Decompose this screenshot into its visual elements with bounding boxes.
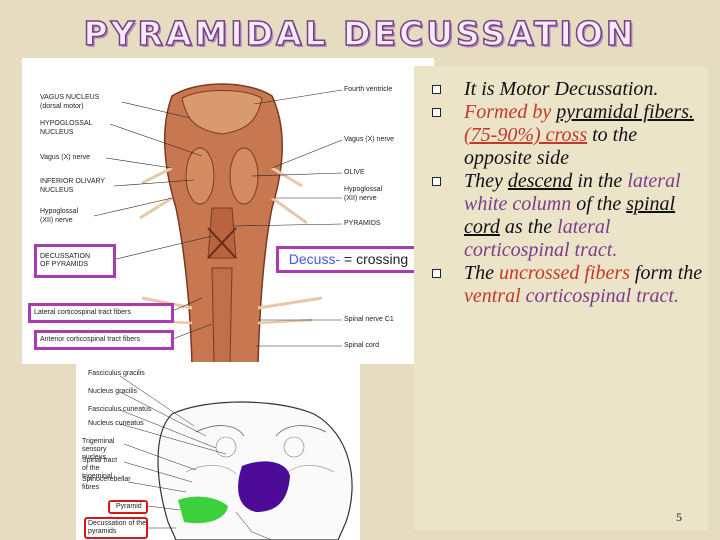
label-spinocerebellar: Spinocerebellar fibres bbox=[82, 476, 131, 491]
label-hypoglossal-nucleus-2: NUCLEUS bbox=[40, 129, 74, 136]
bullet-2-pre: Formed by bbox=[464, 101, 557, 123]
bullet-3-descend: descend bbox=[507, 170, 573, 192]
text-panel bbox=[414, 66, 708, 530]
bullet-square-icon bbox=[432, 108, 441, 117]
page-number: 5 bbox=[676, 510, 682, 524]
bullet-4-corticospinal: corticospinal tract. bbox=[525, 285, 679, 307]
label-anterior-fibers: Anterior corticospinal tract fibers bbox=[40, 336, 140, 343]
bullet-text-1: It is Motor Decussation. bbox=[464, 78, 659, 100]
label-hypoglossal-nerve-left: Hypoglossal bbox=[40, 208, 79, 215]
bullet-uncrossed: The uncrossed fibers form the ventral co… bbox=[428, 262, 708, 308]
label-vagus-nucleus: VAGUS NUCLEUS bbox=[40, 94, 100, 101]
label-decussation: DECUSSATION bbox=[40, 253, 91, 260]
medulla-diagram: VAGUS NUCLEUS (dorsal motor) HYPOGLOSSAL… bbox=[22, 58, 434, 364]
label-pyramids: PYRAMIDS bbox=[344, 220, 381, 227]
label-fourth-ventricle: Fourth ventricle bbox=[344, 86, 393, 93]
bullet-descend: They descend in the lateral white column… bbox=[428, 170, 708, 262]
pyramid-highlight bbox=[108, 500, 148, 514]
cross-section-illustration bbox=[119, 375, 353, 540]
bullet-2-percent-cross: (75-90%) cross bbox=[464, 124, 588, 146]
label-spinal-tract: Spinal tract of the trigeminal bbox=[82, 457, 118, 480]
bullet-2-pyramidal-fibers: pyramidal fibers. bbox=[556, 101, 694, 123]
slide-title: PYRAMIDAL DECUSSATION bbox=[83, 13, 637, 54]
label-hypoglossal-nucleus: HYPOGLOSSAL bbox=[40, 120, 93, 127]
bullet-3-lateral-white-column: lateral white column bbox=[464, 170, 681, 215]
callout-crossing: = crossing bbox=[340, 251, 409, 267]
bullet-4-ventral: ventral bbox=[464, 285, 521, 307]
label-hypoglossal-right-2: (XII) nerve bbox=[344, 195, 377, 202]
bullet-3-pre: They bbox=[464, 170, 508, 192]
bullet-4-pre: The bbox=[464, 262, 499, 284]
label-of-pyramids: OF PYRAMIDS bbox=[40, 261, 89, 268]
bullet-3-mid: in the bbox=[572, 170, 628, 192]
bullet-2-post: to the opposite side bbox=[464, 124, 638, 169]
anterior-fibers-box: Anterior corticospinal tract fibers bbox=[34, 330, 174, 350]
bullet-3-mid2: of the bbox=[571, 193, 627, 215]
medulla-illustration bbox=[93, 83, 343, 364]
label-lateral-fibers: Lateral corticospinal tract fibers bbox=[34, 309, 131, 316]
label-inferior-olivary: INFERIOR OLIVARY bbox=[40, 178, 106, 185]
bullet-4-uncrossed-fibers: uncrossed fibers bbox=[499, 262, 630, 284]
decuss-callout: Decuss- = crossing bbox=[276, 246, 421, 273]
bullet-square-icon bbox=[432, 85, 441, 94]
label-pyramid: Pyramid bbox=[116, 503, 142, 510]
label-hypoglossal-nerve-left-2: (XII) nerve bbox=[40, 217, 73, 224]
bullet-motor-decussation: It is Motor Decussation. bbox=[428, 78, 708, 101]
bullet-formed-by: Formed by pyramidal fibers. (75-90%) cro… bbox=[428, 101, 708, 170]
label-inferior-olivary-2: NUCLEUS bbox=[40, 187, 74, 194]
label-spinal-nerve: Spinal nerve C1 bbox=[344, 316, 394, 323]
label-olive: OLIVE bbox=[344, 169, 365, 176]
decussation-highlight bbox=[84, 517, 148, 539]
label-hypoglossal-right: Hypoglossal bbox=[344, 186, 383, 193]
bullet-square-icon bbox=[432, 269, 441, 278]
label-vagus-nerve-right: Vagus (X) nerve bbox=[344, 136, 395, 143]
label-vagus-nucleus-sub: (dorsal motor) bbox=[40, 103, 84, 110]
bullet-3-lateral-corticospinal: lateral corticospinal tract. bbox=[464, 216, 618, 261]
cross-section-diagram: Fasciculus gracilis Nucleus gracilis Fas… bbox=[76, 362, 360, 540]
bullet-3-spinal-cord: spinal cord bbox=[464, 193, 676, 238]
lateral-fibers-box: Lateral corticospinal tract fibers bbox=[28, 303, 174, 323]
bullet-list: It is Motor Decussation. Formed by pyram… bbox=[428, 78, 708, 308]
bullet-square-icon bbox=[432, 177, 441, 186]
label-fasciculus-cuneatus: Fasciculus cuneatus bbox=[88, 406, 152, 413]
label-spinal-cord: Spinal cord bbox=[344, 342, 380, 349]
decussation-box: DECUSSATION OF PYRAMIDS bbox=[34, 244, 116, 278]
label-vagus-nerve-left: Vagus (X) nerve bbox=[40, 154, 91, 161]
label-decussation-pyramids: Decussation of the pyramids bbox=[88, 520, 146, 535]
bullet-3-mid3: as the bbox=[499, 216, 558, 238]
label-nucleus-gracilis: Nucleus gracilis bbox=[88, 388, 138, 395]
bullet-4-mid: form the bbox=[629, 262, 703, 284]
callout-decuss: Decuss- bbox=[288, 251, 341, 267]
label-fasciculus-gracilis: Fasciculus gracilis bbox=[88, 370, 145, 377]
label-trigeminal-nucleus: Trigeminal sensory nucleus bbox=[82, 438, 115, 461]
label-nucleus-cuneatus: Nucleus cuneatus bbox=[88, 420, 144, 427]
